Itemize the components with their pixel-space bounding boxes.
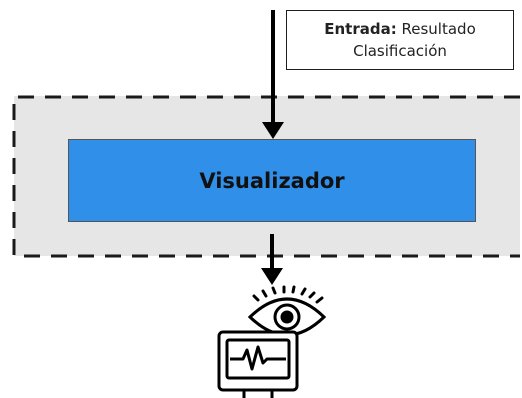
eye-icon [247, 285, 327, 337]
input-note-rest: Resultado [396, 20, 476, 38]
input-note-line1: Entrada: Resultado [324, 18, 476, 40]
input-note-line2: Clasificación [353, 42, 447, 60]
monitor-icon [217, 330, 299, 398]
input-note-box: Entrada: Resultado Clasificación [286, 10, 514, 70]
visualizador-box: Visualizador [68, 139, 476, 222]
input-note-bold: Entrada: [324, 20, 397, 38]
input-arrow [262, 10, 284, 139]
visualizador-label: Visualizador [199, 168, 345, 193]
output-arrow [261, 234, 283, 285]
